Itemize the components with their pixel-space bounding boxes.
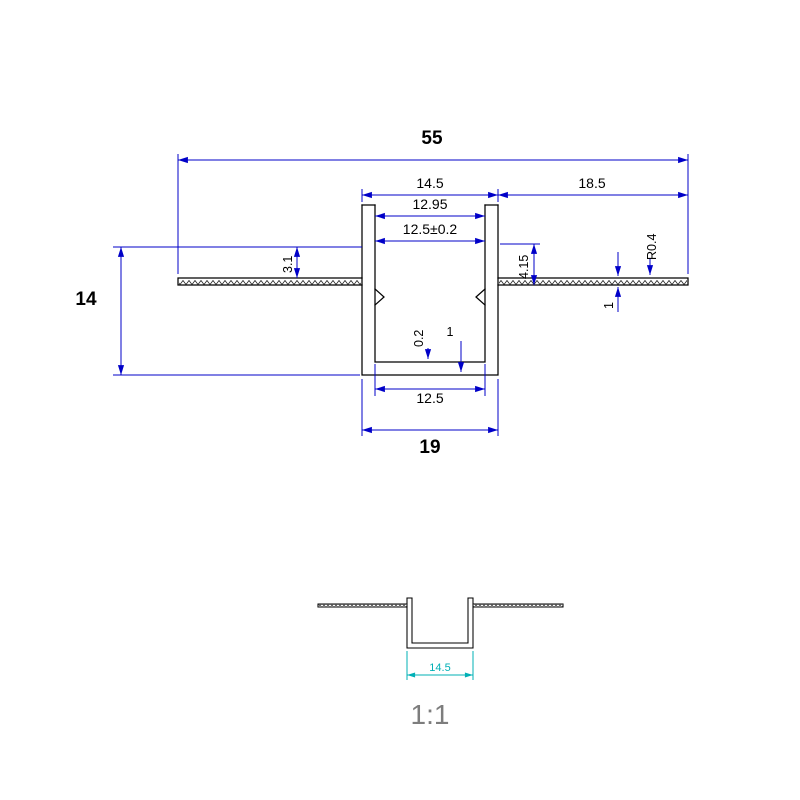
dim-flange-thickness-label: 1	[602, 302, 616, 309]
detail-channel-inner	[411, 597, 469, 644]
dim-overall-width	[177, 154, 689, 274]
dim-top-widths	[361, 189, 688, 202]
scale-label: 1:1	[411, 699, 450, 730]
right-barb	[475, 288, 486, 306]
detail-right-flange-serration	[473, 604, 563, 607]
left-barb	[374, 288, 385, 306]
right-flange-serration	[499, 278, 687, 285]
dim-serration-radius-label: R0.4	[645, 234, 659, 260]
dim-inner-bottom-width-label: 12.5	[416, 390, 443, 406]
dim-bottom-step-label: 0.2	[412, 330, 426, 347]
detail-dim-opening-width	[406, 651, 474, 680]
detail-channel-outer	[406, 597, 474, 649]
dim-lip-height	[113, 246, 362, 278]
detail-left-flange-serration	[318, 604, 407, 607]
dim-overall-height-label: 14	[75, 289, 97, 310]
dim-right-flange-width-label: 18.5	[578, 175, 605, 191]
dim-inner-width-tolerance-label: 12.5±0.2	[403, 221, 458, 237]
left-flange-serration	[179, 278, 361, 285]
dim-wall-depth-label: 4.15	[517, 255, 531, 279]
dim-inner-lip-width-label: 12.95	[412, 196, 447, 212]
dim-inner-bottom-width	[374, 364, 486, 396]
dim-overall-width-label: 55	[421, 128, 443, 149]
detail-dim-opening-width-label: 14.5	[429, 662, 450, 674]
channel-inner	[374, 204, 486, 363]
dim-wall-depth	[500, 243, 540, 285]
dim-overall-height	[113, 247, 360, 376]
dim-lip-height-label: 3.1	[281, 256, 295, 273]
channel-outer	[361, 204, 499, 376]
dim-opening-width-label: 14.5	[416, 175, 443, 191]
dim-channel-outer-width	[361, 379, 499, 436]
dim-bottom-thickness-label: 1	[447, 325, 454, 339]
dim-channel-outer-width-label: 19	[419, 437, 440, 458]
